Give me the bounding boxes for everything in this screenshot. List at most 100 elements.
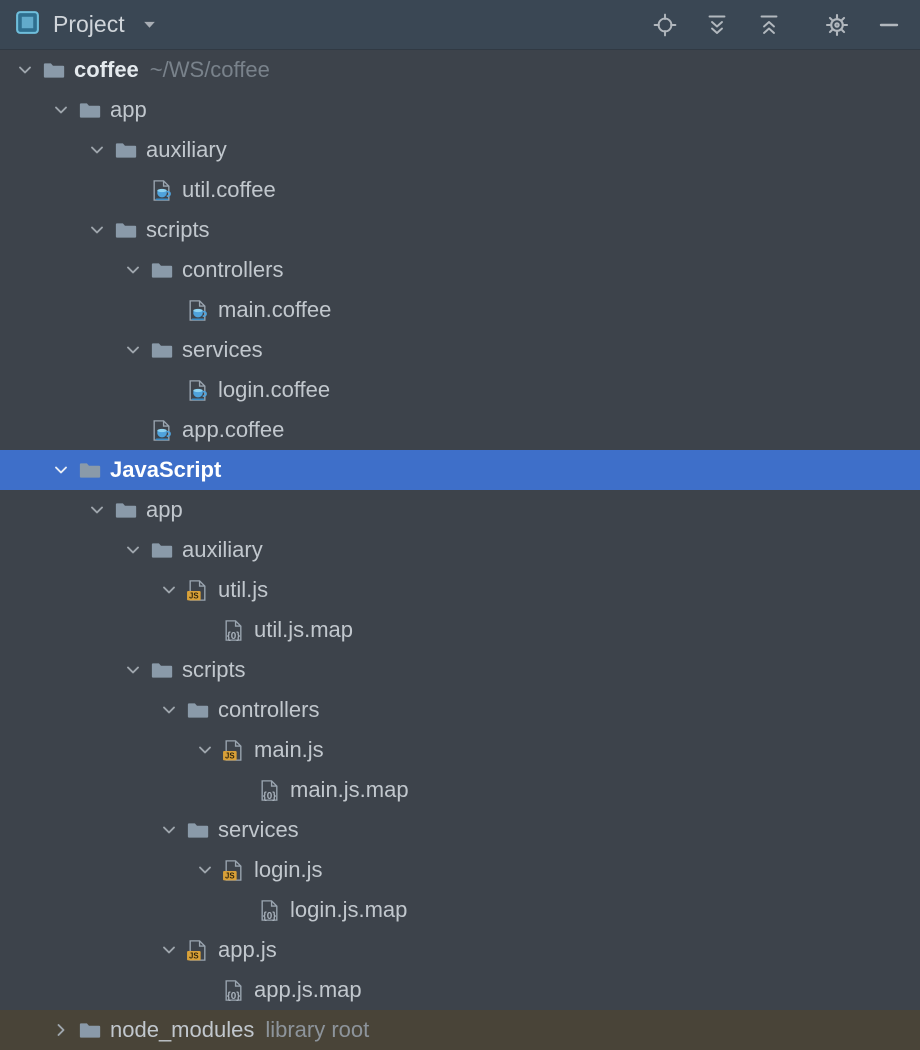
chevron-slot bbox=[152, 370, 186, 410]
tree-item-login-js-map[interactable]: {0} login.js.map bbox=[0, 890, 920, 930]
chevron-down-icon[interactable] bbox=[152, 570, 186, 610]
tree-item-label: auxiliary bbox=[146, 137, 227, 162]
tree-item-main-coffee[interactable]: main.coffee bbox=[0, 290, 920, 330]
chevron-down-icon[interactable] bbox=[80, 490, 114, 530]
tree-item-label: app.coffee bbox=[182, 417, 285, 442]
tree-item-app[interactable]: app bbox=[0, 490, 920, 530]
folder-icon bbox=[78, 1019, 101, 1042]
svg-text:JS: JS bbox=[225, 751, 235, 760]
chevron-down-icon[interactable] bbox=[152, 930, 186, 970]
chevron-down-icon bbox=[141, 16, 158, 33]
project-tool-window-icon bbox=[14, 9, 41, 41]
folder-icon bbox=[114, 219, 137, 242]
tree-item-app-coffee[interactable]: app.coffee bbox=[0, 410, 920, 450]
minimize-icon[interactable] bbox=[874, 10, 904, 40]
tree-item-app[interactable]: app bbox=[0, 90, 920, 130]
tree-item-controllers[interactable]: controllers bbox=[0, 250, 920, 290]
tree-item-label: coffee bbox=[74, 57, 139, 82]
tree-item-controllers[interactable]: controllers bbox=[0, 690, 920, 730]
javascript-file-icon: JS bbox=[222, 739, 245, 762]
tree-item-label: app bbox=[110, 97, 147, 122]
tree-item-label: services bbox=[218, 817, 299, 842]
collapse-all-icon[interactable] bbox=[754, 10, 784, 40]
tree-item-util-js[interactable]: JS util.js bbox=[0, 570, 920, 610]
chevron-down-icon[interactable] bbox=[80, 130, 114, 170]
tree-item-label: util.js.map bbox=[254, 617, 354, 642]
tree-item-label: app.js bbox=[218, 937, 277, 962]
tree-item-node-modules[interactable]: node_modules library root bbox=[0, 1010, 920, 1050]
sourcemap-file-icon: {0} bbox=[258, 779, 281, 802]
tree-item-label: auxiliary bbox=[182, 537, 263, 562]
tree-item-util-coffee[interactable]: util.coffee bbox=[0, 170, 920, 210]
sourcemap-file-icon: {0} bbox=[258, 899, 281, 922]
tree-item-label: controllers bbox=[218, 697, 320, 722]
chevron-down-icon[interactable] bbox=[116, 650, 150, 690]
chevron-down-icon[interactable] bbox=[44, 90, 78, 130]
chevron-down-icon[interactable] bbox=[8, 50, 42, 90]
tree-item-coffee[interactable]: coffee ~/WS/coffee bbox=[0, 50, 920, 90]
svg-text:{0}: {0} bbox=[227, 630, 240, 641]
folder-icon bbox=[42, 59, 65, 82]
tree-item-label: node_modules bbox=[110, 1017, 255, 1042]
gear-icon[interactable] bbox=[822, 10, 852, 40]
chevron-down-icon[interactable] bbox=[188, 850, 222, 890]
tree-item-suffix: library root bbox=[265, 1017, 370, 1042]
tree-item-login-coffee[interactable]: login.coffee bbox=[0, 370, 920, 410]
folder-icon bbox=[150, 339, 173, 362]
tree-item-label: scripts bbox=[146, 217, 210, 242]
chevron-slot bbox=[224, 890, 258, 930]
folder-icon bbox=[150, 659, 173, 682]
tree-item-label: main.js.map bbox=[290, 777, 409, 802]
chevron-down-icon[interactable] bbox=[116, 530, 150, 570]
tree-item-app-js-map[interactable]: {0} app.js.map bbox=[0, 970, 920, 1010]
chevron-right-icon[interactable] bbox=[44, 1010, 78, 1050]
tree-item-services[interactable]: services bbox=[0, 330, 920, 370]
chevron-down-icon[interactable] bbox=[152, 810, 186, 850]
javascript-file-icon: JS bbox=[186, 579, 209, 602]
folder-icon bbox=[150, 539, 173, 562]
tree-item-label: app.js.map bbox=[254, 977, 362, 1002]
coffeescript-file-icon bbox=[186, 299, 209, 322]
svg-text:JS: JS bbox=[189, 951, 199, 960]
tree-item-label: util.js bbox=[218, 577, 269, 602]
coffeescript-file-icon bbox=[150, 419, 173, 442]
tool-window-title: Project bbox=[53, 11, 125, 37]
tree-item-label: login.coffee bbox=[218, 377, 331, 402]
svg-text:{0}: {0} bbox=[263, 790, 276, 801]
expand-all-icon[interactable] bbox=[702, 10, 732, 40]
svg-text:{0}: {0} bbox=[227, 990, 240, 1001]
project-view-selector[interactable]: Project bbox=[14, 9, 158, 41]
tree-item-label: scripts bbox=[182, 657, 246, 682]
tree-item-label: services bbox=[182, 337, 263, 362]
target-locate-icon[interactable] bbox=[650, 10, 680, 40]
chevron-slot bbox=[116, 170, 150, 210]
tree-item-main-js-map[interactable]: {0} main.js.map bbox=[0, 770, 920, 810]
chevron-slot bbox=[116, 410, 150, 450]
chevron-slot bbox=[152, 290, 186, 330]
tree-item-scripts[interactable]: scripts bbox=[0, 650, 920, 690]
folder-icon bbox=[186, 699, 209, 722]
tree-item-app-js[interactable]: JS app.js bbox=[0, 930, 920, 970]
chevron-slot bbox=[224, 770, 258, 810]
folder-icon bbox=[114, 139, 137, 162]
chevron-down-icon[interactable] bbox=[188, 730, 222, 770]
tree-item-scripts[interactable]: scripts bbox=[0, 210, 920, 250]
chevron-down-icon[interactable] bbox=[116, 330, 150, 370]
tree-item-util-js-map[interactable]: {0} util.js.map bbox=[0, 610, 920, 650]
chevron-down-icon[interactable] bbox=[152, 690, 186, 730]
chevron-slot bbox=[188, 970, 222, 1010]
tree-item-label: login.js.map bbox=[290, 897, 408, 922]
coffeescript-file-icon bbox=[150, 179, 173, 202]
tree-item-auxiliary[interactable]: auxiliary bbox=[0, 130, 920, 170]
chevron-slot bbox=[188, 610, 222, 650]
tree-item-main-js[interactable]: JS main.js bbox=[0, 730, 920, 770]
tree-item-auxiliary[interactable]: auxiliary bbox=[0, 530, 920, 570]
tree-item-services[interactable]: services bbox=[0, 810, 920, 850]
tree-item-label: util.coffee bbox=[182, 177, 276, 202]
tree-item-login-js[interactable]: JS login.js bbox=[0, 850, 920, 890]
chevron-down-icon[interactable] bbox=[44, 450, 78, 490]
chevron-down-icon[interactable] bbox=[80, 210, 114, 250]
sourcemap-file-icon: {0} bbox=[222, 619, 245, 642]
chevron-down-icon[interactable] bbox=[116, 250, 150, 290]
tree-item-javascript[interactable]: JavaScript bbox=[0, 450, 920, 490]
